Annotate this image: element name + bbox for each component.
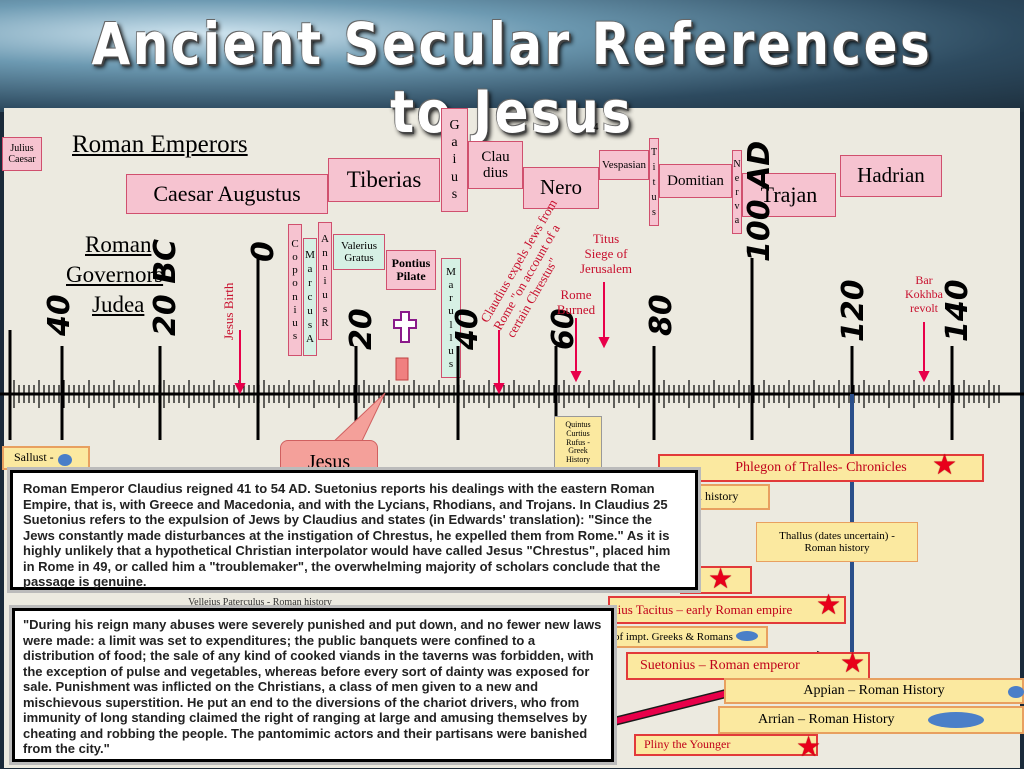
appian-oval xyxy=(1008,686,1024,698)
source-phlegon: Phlegon of Tralles- Chronicles xyxy=(658,454,984,482)
greeks-romans-oval xyxy=(736,631,758,641)
tick-label-80: 80 xyxy=(644,294,679,336)
emperor-caesar-augustus: Caesar Augustus xyxy=(126,174,328,214)
source-velleius: Velleius Paterculus - Roman history xyxy=(188,596,332,608)
header-roman-emperors: Roman Emperors xyxy=(72,131,248,158)
emperor-vespasian: Vespasian xyxy=(599,150,649,180)
event-rome-burned: Rome Burned xyxy=(556,287,596,317)
emperor-tiberias: Tiberias xyxy=(328,158,440,202)
emperor-domitian: Domitian xyxy=(659,164,732,198)
source-suetonius: Suetonius – Roman emperor xyxy=(626,652,870,680)
event-arrows xyxy=(234,282,930,395)
tick-label-100ad: 100 AD xyxy=(742,140,777,262)
emperor-nero: Nero xyxy=(523,167,599,209)
jesus-life-marker xyxy=(395,357,409,381)
arrow-claudius-head xyxy=(493,383,505,395)
event-bar-kokhba: Bar Kokhba revolt xyxy=(905,273,943,315)
arrow-rome-burned-head xyxy=(570,371,582,383)
star-phlegon: ★ xyxy=(932,450,958,481)
tick-label-20: 20 xyxy=(344,308,379,350)
star-pliny: ★ xyxy=(796,732,822,763)
quote-claudius: Roman Emperor Claudius reigned 41 to 54 … xyxy=(10,470,698,590)
arrian-oval xyxy=(928,712,984,728)
tick-label-20bc: 20 BC xyxy=(148,238,183,336)
tick-label-120: 120 xyxy=(836,279,871,342)
source-pliny: Pliny the Younger xyxy=(634,734,818,756)
quote-nero: "During his reign many abuses were sever… xyxy=(12,608,614,762)
emperor-trajan: Trajan xyxy=(742,173,836,217)
small-number-4: 4 xyxy=(593,121,599,133)
star-unlabeled: ★ xyxy=(708,564,734,595)
source-appian: Appian – Roman History xyxy=(724,678,1024,704)
header-governors-3: Judea xyxy=(92,292,145,317)
source-tacitus: lius Tacitus – early Roman empire xyxy=(608,596,846,624)
source-sallust: Sallust - xyxy=(2,446,90,470)
star-tacitus: ★ xyxy=(816,590,842,621)
arrow-bar-kokhba-head xyxy=(918,371,930,383)
emperor-hadrian: Hadrian xyxy=(840,155,942,197)
arrow-titus-head xyxy=(598,337,610,349)
tick-label-40bc: 40 xyxy=(42,294,77,336)
arrow-jesus-birth-head xyxy=(234,383,246,395)
emperor-julius-caesar: Julius Caesar xyxy=(2,137,42,171)
tick-label-0: 0 xyxy=(246,241,281,262)
sallust-oval xyxy=(58,454,72,466)
header-governors-2: Governors xyxy=(66,262,164,287)
star-suetonius: ★ xyxy=(840,648,866,679)
slide-title: Ancient Secular References to Jesus xyxy=(91,10,933,146)
event-titus-siege: Titus Siege of Jerusalem xyxy=(580,231,632,276)
event-jesus-birth: Jesus Birth xyxy=(221,282,236,340)
cross-icon xyxy=(393,311,417,343)
header-governors-1: Roman xyxy=(85,232,152,257)
source-thallus: Thallus (dates uncertain) -Roman history xyxy=(756,522,918,562)
sky-background xyxy=(0,0,1024,112)
